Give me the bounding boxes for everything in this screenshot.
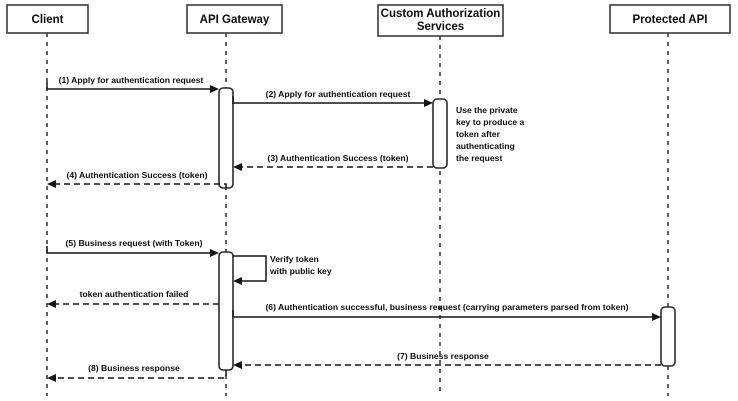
message-6[interactable]: (6) Authentication successful, business …: [232, 302, 661, 321]
message-label-5: (5) Business request (with Token): [66, 238, 203, 248]
arrow-head-icon: [424, 99, 433, 107]
message-label-3: (3) Authentication Success (token): [267, 153, 408, 163]
participant-label-client: Client: [32, 14, 64, 26]
message-7[interactable]: (7) Business response: [233, 351, 661, 369]
arrow-head-icon: [652, 313, 661, 321]
arrow-head-icon: [210, 249, 219, 257]
participant-box-protected-api[interactable]: [609, 4, 731, 34]
message-label-2: (2) Apply for authentication request: [266, 89, 411, 99]
message-label-7: (7) Business response: [397, 351, 489, 361]
participant-label-protected-api: Protected API: [633, 14, 708, 26]
message-5[interactable]: (5) Business request (with Token): [46, 238, 219, 257]
note-line-2: key to produce a: [456, 117, 525, 127]
message-label-6: (6) Authentication successful, business …: [265, 302, 628, 312]
message-1[interactable]: (1) Apply for authentication request: [46, 75, 219, 93]
participant-box-api-gateway[interactable]: [186, 4, 283, 34]
participant-custom-auth[interactable]: Custom Authorization Services: [377, 4, 504, 37]
activations-group: [218, 87, 676, 371]
message-2[interactable]: (2) Apply for authentication request: [232, 89, 433, 107]
arrow-head-icon: [47, 180, 56, 188]
arrow-head-icon: [47, 300, 56, 308]
message-label-4: (4) Authentication Success (token): [66, 170, 207, 180]
participant-label-api-gateway: API Gateway: [200, 14, 270, 26]
note-private-key: Use the private key to produce a token a…: [456, 105, 525, 163]
note-line-5: the request: [456, 153, 502, 163]
message-4[interactable]: (4) Authentication Success (token): [47, 170, 227, 188]
note-line-4: authenticating: [456, 141, 515, 151]
activation-api-gateway-auth[interactable]: [218, 87, 234, 189]
message-label-8: (8) Business response: [88, 363, 180, 373]
message-token-authentication-failed[interactable]: token authentication failed: [47, 289, 219, 308]
arrow-head-icon: [47, 374, 56, 382]
arrow-head-icon: [233, 277, 242, 285]
activation-protected-api[interactable]: [660, 306, 676, 367]
lifelines-group: [46, 33, 669, 396]
activation-custom-auth[interactable]: [432, 98, 448, 169]
message-8[interactable]: (8) Business response: [47, 363, 227, 382]
message-label-token-failed: token authentication failed: [80, 289, 189, 299]
arrow-head-icon: [233, 163, 242, 171]
participant-box-client[interactable]: [6, 4, 89, 34]
self-message-verify-token[interactable]: Verify token with public key: [233, 254, 332, 285]
activation-api-gateway-business[interactable]: [218, 251, 234, 371]
participant-protected-api[interactable]: Protected API: [609, 4, 731, 34]
self-message-label-line2: with public key: [269, 266, 332, 276]
note-line-3: token after: [456, 129, 501, 139]
arrow-head-icon: [210, 85, 219, 93]
message-3[interactable]: (3) Authentication Success (token): [233, 153, 433, 171]
participant-api-gateway[interactable]: API Gateway: [186, 4, 283, 34]
participant-client[interactable]: Client: [6, 4, 89, 34]
participant-label-custom-auth-line1: Custom Authorization: [381, 8, 501, 20]
message-label-1: (1) Apply for authentication request: [59, 75, 204, 85]
participant-label-custom-auth-line2: Services: [417, 21, 464, 33]
participant-box-custom-auth[interactable]: [377, 4, 504, 37]
arrow-head-icon: [233, 361, 242, 369]
self-message-label-line1: Verify token: [270, 254, 319, 264]
note-line-1: Use the private: [456, 105, 518, 115]
